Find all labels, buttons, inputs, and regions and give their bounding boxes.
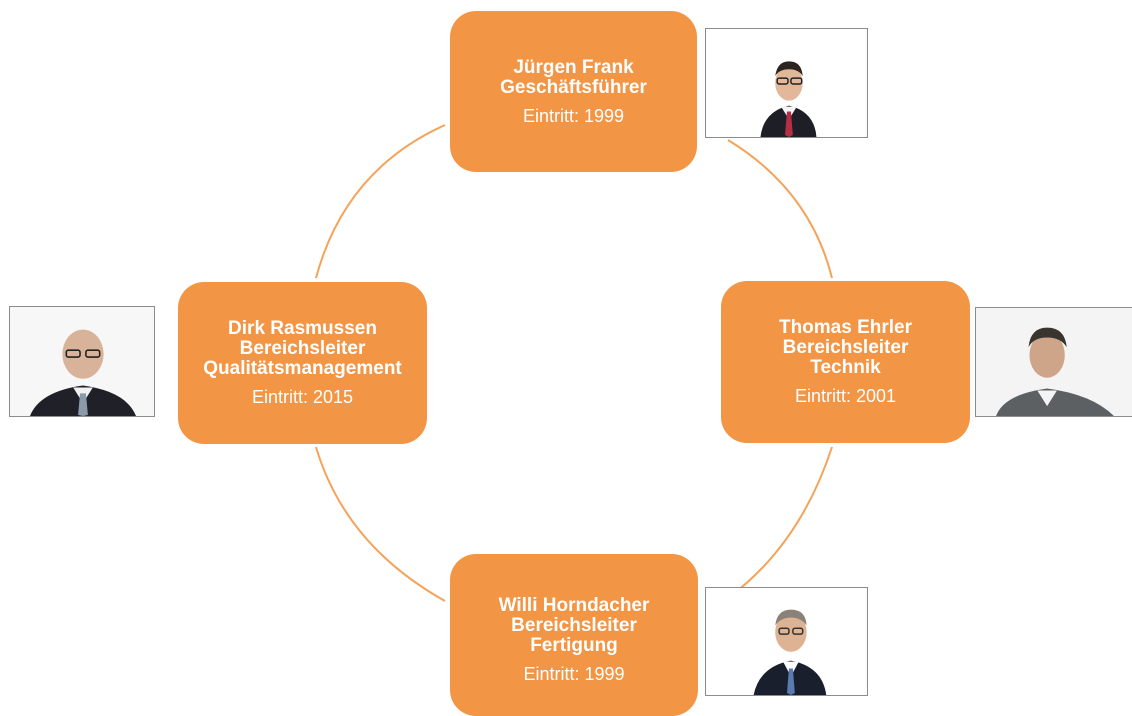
person-name: Willi Horndacher — [498, 595, 650, 616]
person-role: Bereichsleiter Technik — [782, 337, 909, 378]
person-entry-year: Eintritt: 1999 — [523, 664, 625, 684]
person-box-right: Thomas Ehrler Bereichsleiter Technik Ein… — [721, 281, 970, 443]
person-box-bottom: Willi Horndacher Bereichsleiter Fertigun… — [450, 554, 698, 716]
person-box-left: Dirk Rasmussen Bereichsleiter Qualitätsm… — [178, 282, 427, 444]
photo-bottom — [705, 587, 868, 696]
person-entry-year: Eintritt: 1999 — [522, 105, 625, 126]
person-name: Dirk Rasmussen — [228, 318, 377, 339]
person-entry-year: Eintritt: 2001 — [794, 386, 897, 406]
connector-left-top — [315, 124, 446, 279]
portrait-icon — [706, 29, 867, 137]
person-role: Geschäftsführer — [500, 76, 647, 98]
portrait-icon — [706, 588, 867, 695]
photo-left — [9, 306, 155, 417]
photo-top — [705, 28, 868, 138]
person-name: Thomas Ehrler — [778, 317, 913, 338]
connector-right-bottom — [727, 446, 833, 599]
person-role: Bereichsleiter Qualitätsmanagement — [203, 338, 402, 379]
portrait-icon — [10, 307, 154, 416]
portrait-icon — [976, 308, 1132, 416]
person-role: Bereichsleiter Fertigung — [511, 615, 637, 656]
person-name: Jürgen Frank — [513, 56, 634, 78]
person-entry-year: Eintritt: 2015 — [251, 387, 354, 407]
connector-top-right — [727, 139, 833, 279]
person-box-top: Jürgen Frank Geschäftsführer Eintritt: 1… — [450, 11, 697, 172]
connector-bottom-left — [315, 446, 446, 602]
photo-right — [975, 307, 1132, 417]
